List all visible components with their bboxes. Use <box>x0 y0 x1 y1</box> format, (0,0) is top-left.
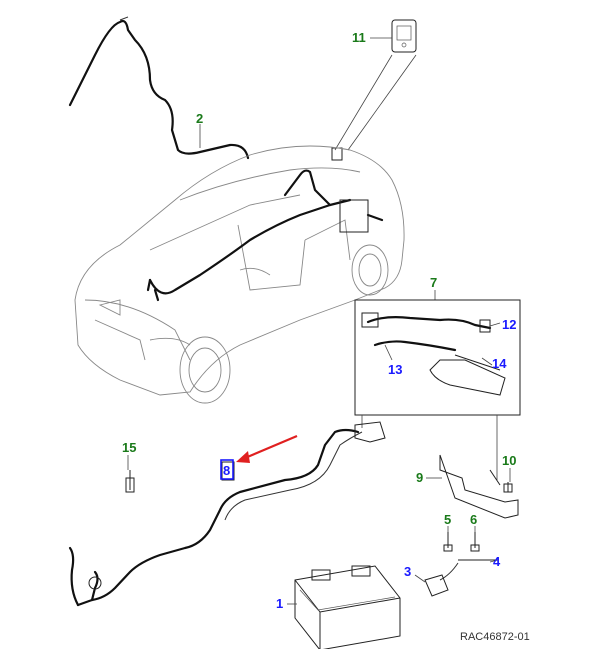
vehicle-harness <box>146 169 384 302</box>
callout-8: 8 <box>223 463 230 478</box>
callout-4: 4 <box>493 554 501 569</box>
callout-6: 6 <box>470 512 477 527</box>
highlight-box <box>220 459 234 480</box>
callout-9: 9 <box>416 470 423 485</box>
callout-11: 11 <box>352 30 366 45</box>
callout-1: 1 <box>276 596 283 611</box>
diagram-reference: RAC46872-01 <box>460 631 530 643</box>
vehicle-outline <box>74 145 405 404</box>
callouts: 2 11 7 12 13 14 15 8 9 10 5 6 4 3 1 <box>122 30 516 611</box>
callout-12: 12 <box>502 317 516 332</box>
callout-5: 5 <box>444 512 451 527</box>
leader-lines <box>127 37 511 605</box>
fasteners-parts-3-6 <box>424 532 498 597</box>
callout-13: 13 <box>388 362 402 377</box>
callout-7: 7 <box>430 275 437 290</box>
detail-box-part-7 <box>354 290 521 480</box>
callout-15: 15 <box>122 440 136 455</box>
highlight-arrow <box>236 434 298 463</box>
module-part-11 <box>331 19 417 161</box>
battery-part-1 <box>294 565 401 649</box>
bracket-part-9 <box>439 454 519 519</box>
callout-10: 10 <box>502 453 516 468</box>
harness-part-8 <box>68 421 386 607</box>
harness-part-2 <box>68 16 250 160</box>
bolt-part-15 <box>125 470 135 493</box>
callout-3: 3 <box>404 564 411 579</box>
callout-14: 14 <box>492 356 507 371</box>
callout-2: 2 <box>196 111 203 126</box>
